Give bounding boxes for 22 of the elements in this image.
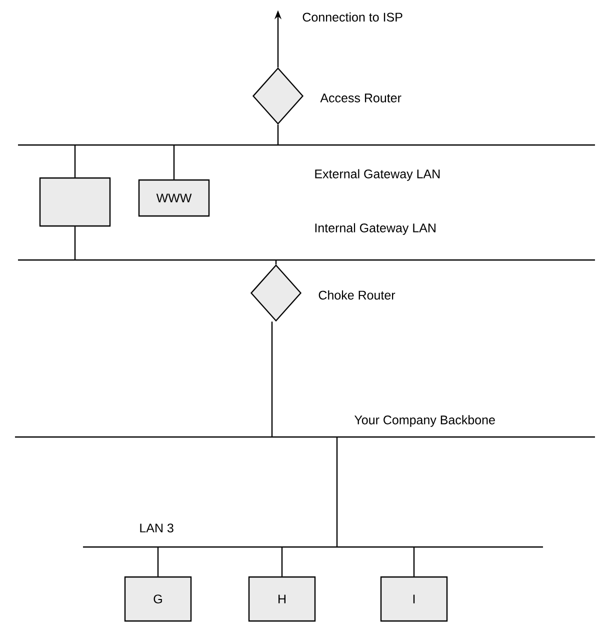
connector-line	[275, 260, 277, 264]
router-label: Choke Router	[318, 290, 396, 300]
label-text: Connection to ISP	[302, 12, 402, 22]
router-label: Access Router	[320, 94, 402, 102]
connector-line	[271, 322, 273, 437]
connector-line	[281, 547, 283, 576]
connector-line	[74, 226, 76, 260]
connector-line	[336, 437, 338, 547]
network-label: Internal Gateway LAN	[315, 223, 436, 235]
device-box: I	[380, 576, 448, 622]
connector-line	[413, 547, 415, 576]
connector-line	[173, 145, 175, 180]
network-label: External Gateway LAN	[315, 169, 440, 181]
device-box: H	[248, 576, 316, 622]
device-box: WWW	[138, 179, 210, 217]
network-label: Your Company Backbone	[354, 415, 495, 427]
connector-line	[157, 547, 159, 576]
device-box	[39, 177, 111, 227]
device-box: G	[124, 576, 192, 622]
connector-line	[74, 145, 76, 178]
connector-line	[277, 124, 279, 145]
network-label: LAN 3	[140, 524, 174, 532]
